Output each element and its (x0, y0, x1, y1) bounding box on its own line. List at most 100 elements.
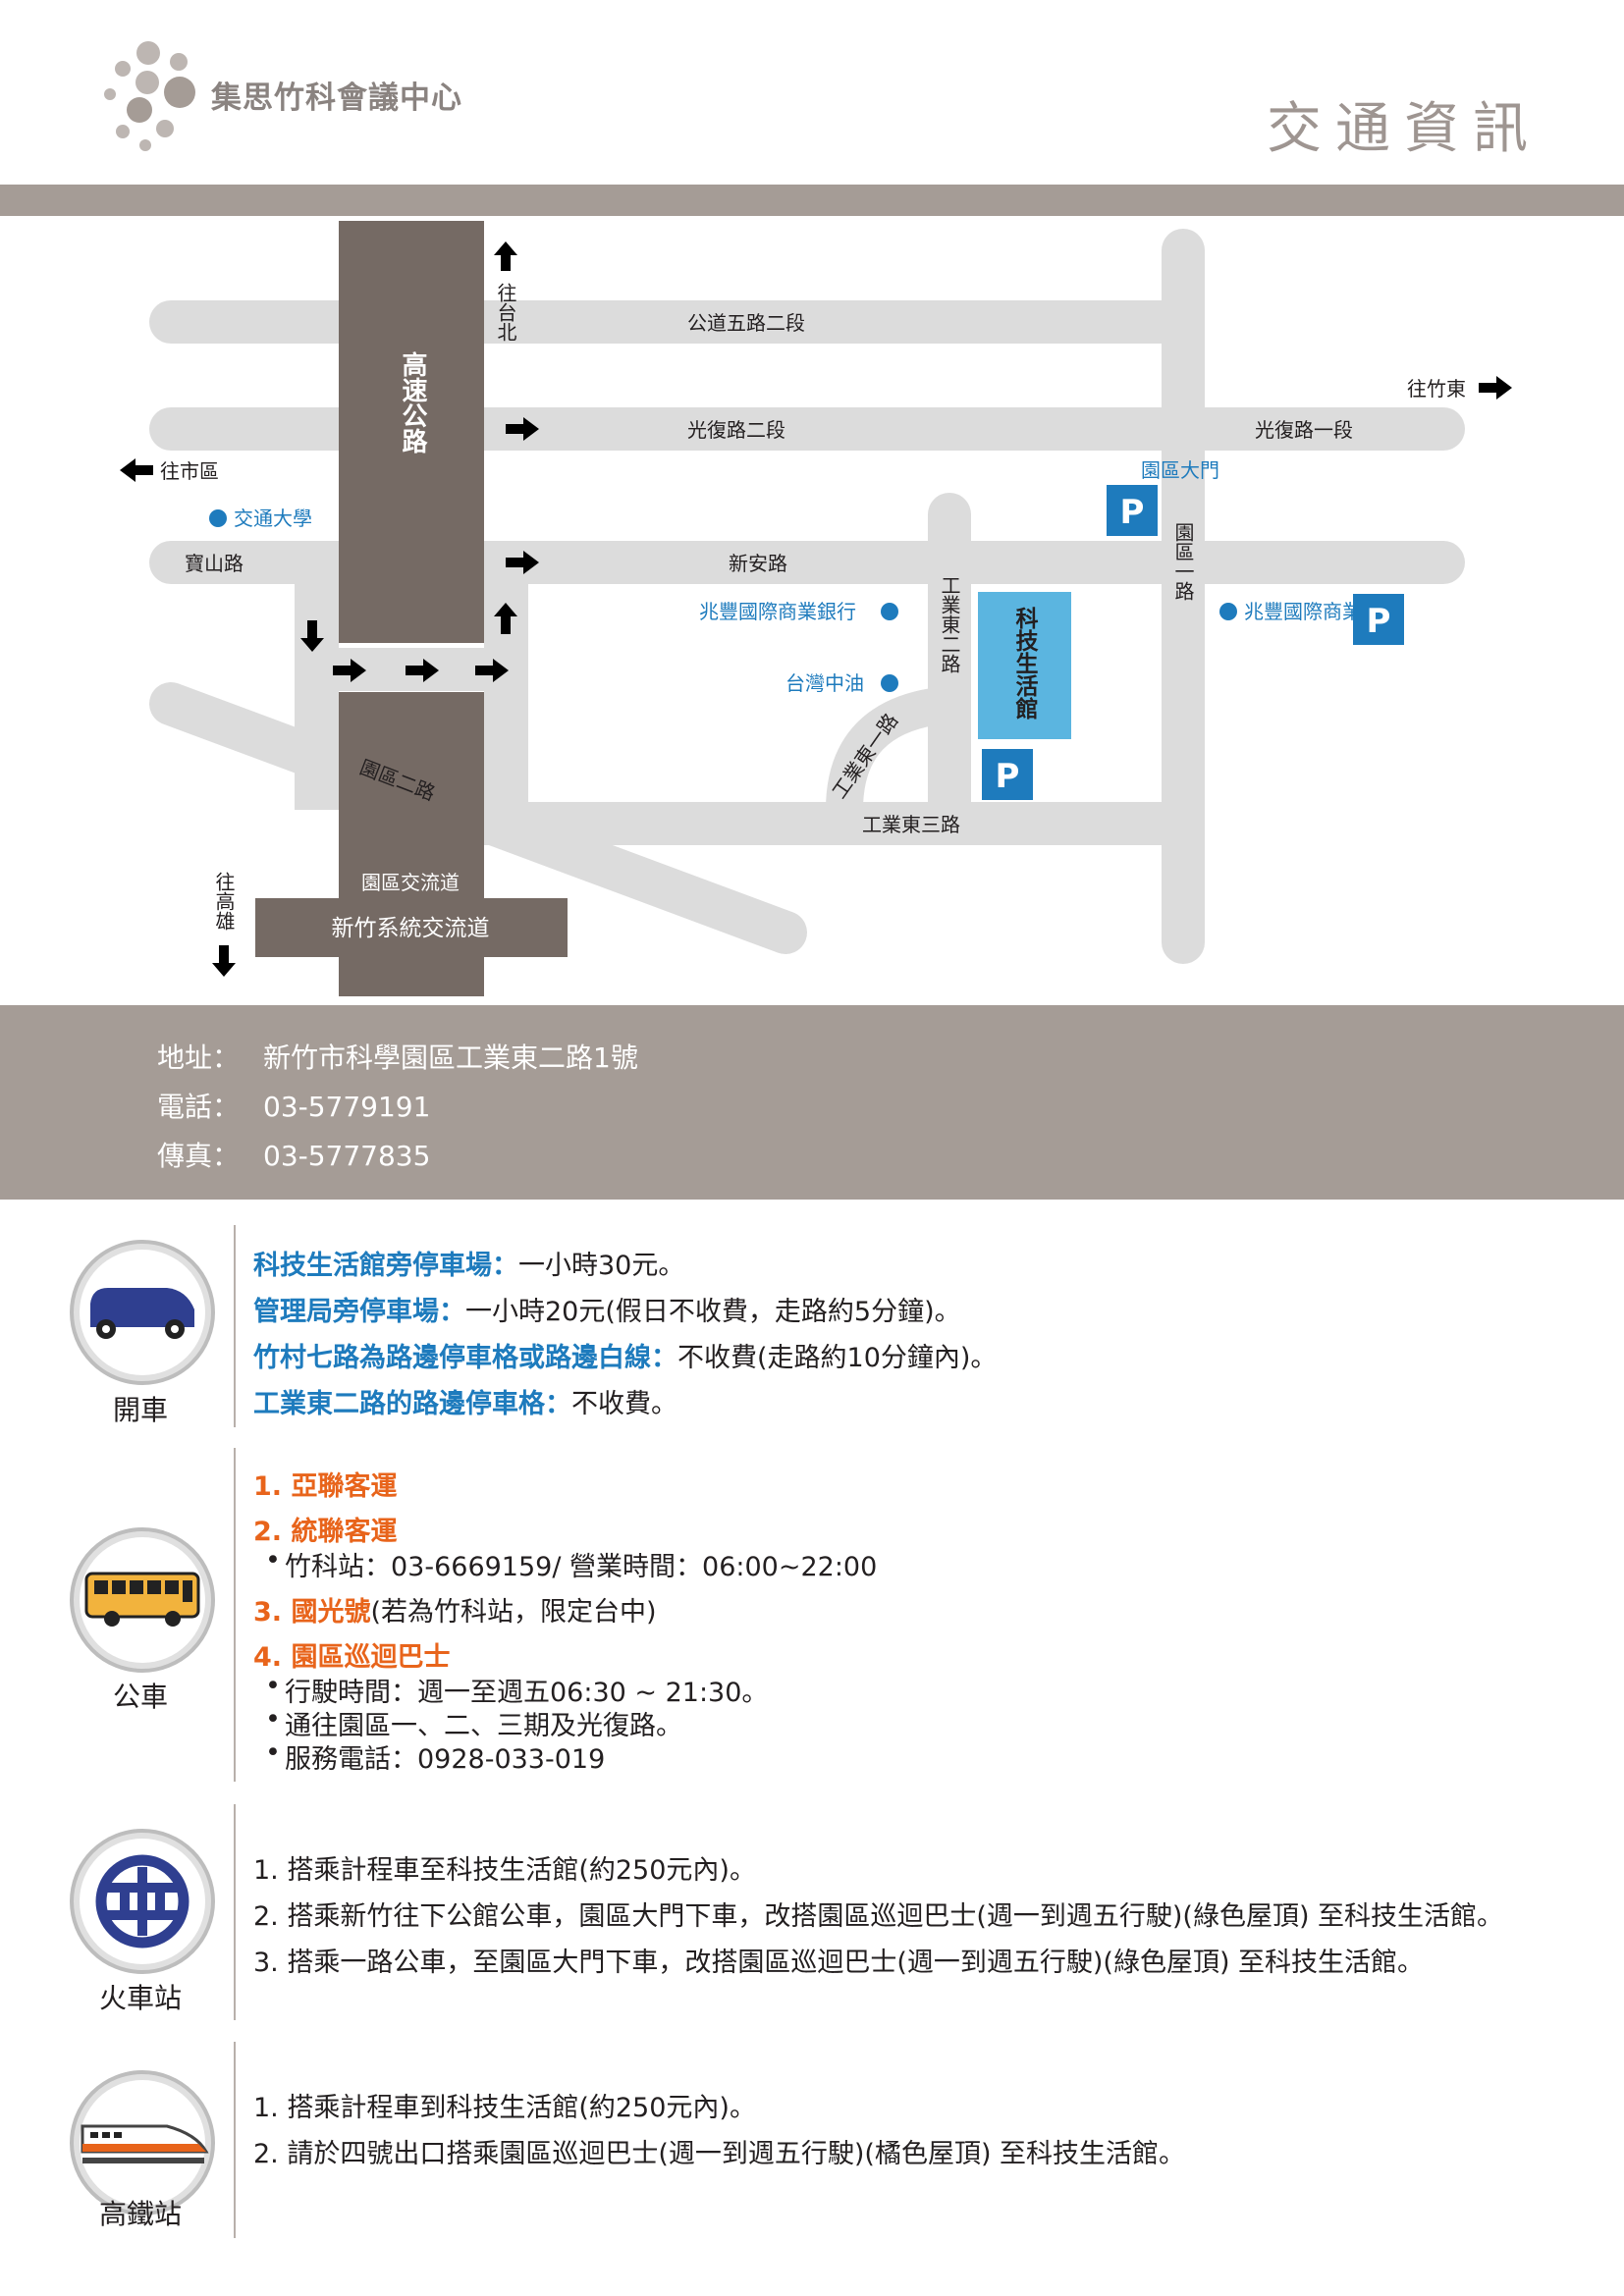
bus-item-4-detail: 通往園區一、二、三期及光復路。 (265, 1704, 682, 1742)
hsr-line: 1. 搭乘計程車到科技生活館(約250元內)。 (253, 2093, 756, 2123)
arrow-right-icon (333, 659, 366, 682)
train-line: 2. 搭乘新竹往下公館公車，園區大門下車，改搭園區巡迴巴士(週一到週五行駛)(綠… (253, 1901, 1504, 1932)
bus-item-3: 3. 國光號(若為竹科站，限定台中) (253, 1590, 657, 1629)
label-to-kaohsiung: 往高雄 (212, 872, 236, 931)
logo-text: 集思竹科會議中心 (211, 80, 462, 116)
fax-row: 傳真： 03-5777835 (157, 1135, 430, 1174)
train-line: 3. 搭乘一路公車，至園區大門下車，改搭園區巡迴巴士(週一到週五行駛)(綠色屋頂… (253, 1948, 1425, 1978)
car-icon (70, 1240, 215, 1385)
label-to-shiqu: 往市區 (160, 459, 219, 483)
car-line: 科技生活館旁停車場：一小時30元。 (253, 1244, 684, 1282)
page-title: 交通資訊 (1267, 97, 1542, 161)
logo-icon (104, 41, 195, 151)
label-baoshan: 寶山路 (185, 552, 244, 575)
hsr-line: 2. 請於四號出口搭乘園區巡迴巴士(週一到週五行駛)(橘色屋頂) 至科技生活館。 (253, 2139, 1186, 2169)
label-nctu: 交通大學 (234, 507, 312, 530)
car-line: 管理局旁停車場：一小時20元(假日不收費，走路約5分鐘)。 (253, 1290, 961, 1328)
bus-item-4-detail: 服務電話：0928-033-019 (265, 1737, 605, 1776)
bus-item-3-head: 3. 國光號 (253, 1597, 371, 1628)
bus-item-2: 2. 統聯客運 (253, 1517, 398, 1547)
label-bank-a: 兆豐國際商業銀行 (699, 600, 856, 623)
label-freeway: 高速公路 (398, 350, 427, 454)
car-line-head: 竹村七路為路邊停車格或路邊白線： (253, 1343, 677, 1373)
label-xinan: 新安路 (729, 552, 787, 575)
car-line-text: 一小時20元(假日不收費，走路約5分鐘)。 (465, 1297, 961, 1327)
svg-text:P: P (1120, 493, 1145, 532)
car-line-text: 不收費(走路約10分鐘內)。 (677, 1343, 998, 1373)
label-gongye-dong2: 工業東二路 (938, 575, 961, 673)
marker-cpc (881, 674, 898, 692)
arrow-right-icon (1479, 376, 1512, 400)
arrow-right-icon (406, 659, 439, 682)
marker-nctu (209, 509, 227, 527)
parking-icon: P (1353, 594, 1404, 645)
car-line-head: 工業東二路的路邊停車格： (253, 1389, 571, 1419)
hsr-train-icon (70, 2070, 215, 2216)
header-divider-band (0, 185, 1624, 216)
address-value: 新竹市科學園區工業東二路1號 (263, 1041, 638, 1074)
address-label: 地址： (157, 1041, 241, 1074)
label-gongdao5: 公道五路二段 (687, 311, 805, 335)
arrow-up-icon (494, 603, 517, 634)
parking-icon: P (982, 749, 1033, 800)
car-line: 竹村七路為路邊停車格或路邊白線：不收費(走路約10分鐘內)。 (253, 1336, 997, 1374)
phone-row: 電話： 03-5779191 (157, 1086, 430, 1125)
bus-item-4-detail: 行駛時間：週一至週五06:30 ~ 21:30。 (265, 1671, 768, 1709)
label-to-zhudong: 往竹東 (1407, 377, 1466, 400)
venue-building (978, 592, 1071, 739)
label-guangfu2: 光復路二段 (687, 418, 785, 442)
car-line-text: 一小時30元。 (518, 1251, 685, 1281)
bus-item-3-text: (若為竹科站，限定台中) (370, 1597, 657, 1628)
arrow-down-icon (300, 620, 324, 652)
label-venue: 科技生活館 (1011, 607, 1039, 721)
train-line: 1. 搭乘計程車至科技生活館(約250元內)。 (253, 1855, 756, 1886)
marker-bank-a (881, 603, 898, 620)
road-ramp-left (295, 579, 339, 810)
phone-label: 電話： (157, 1091, 241, 1123)
arrow-up-icon (494, 241, 517, 271)
section-divider (234, 2042, 236, 2238)
freeway-north (339, 221, 484, 643)
parking-icon: P (1107, 485, 1158, 536)
train-label: 火車站 (98, 1982, 182, 2014)
location-map: 高速公路 園區交流道 新竹系統交流道 公道五路二段 光復路二段 光復路一段 新安… (120, 221, 1512, 996)
train-station-icon (70, 1829, 215, 1974)
hsr-label: 高鐵站 (98, 2198, 182, 2230)
svg-text:P: P (1367, 602, 1391, 641)
arrow-right-icon (506, 417, 539, 441)
car-line-text: 不收費。 (571, 1389, 677, 1419)
svg-text:P: P (996, 757, 1020, 796)
car-line-head: 管理局旁停車場： (253, 1297, 465, 1327)
arrow-right-icon (475, 659, 509, 682)
fax-value: 03-5777835 (263, 1140, 431, 1172)
contact-band: 地址： 新竹市科學園區工業東二路1號 電話： 03-5779191 傳真： 03-57… (0, 1005, 1624, 1200)
section-divider (234, 1225, 236, 1427)
car-line-head: 科技生活館旁停車場： (253, 1251, 518, 1281)
road-gongye-dong1 (826, 688, 937, 811)
bus-item-4: 4. 園區巡迴巴士 (253, 1642, 451, 1673)
fax-label: 傳真： (157, 1140, 241, 1172)
label-to-taipei: 往台北 (494, 283, 517, 342)
arrow-right-icon (506, 551, 539, 574)
bus-icon (70, 1527, 215, 1673)
arrow-down-icon (212, 945, 236, 977)
marker-bank-b (1219, 603, 1237, 620)
arrow-left-icon (120, 458, 153, 482)
label-yuanqu1: 園區一路 (1171, 522, 1195, 601)
label-gate: 園區大門 (1141, 458, 1219, 482)
bus-item-2-detail: 竹科站：03-6669159/ 營業時間：06:00~22:00 (265, 1545, 877, 1583)
car-line: 工業東二路的路邊停車格：不收費。 (253, 1382, 677, 1420)
label-cpc: 台灣中油 (785, 671, 864, 695)
bus-item-1: 1. 亞聯客運 (253, 1471, 398, 1502)
section-divider (234, 1448, 236, 1782)
label-interchange-big: 新竹系統交流道 (332, 916, 490, 941)
label-interchange-small: 園區交流道 (361, 871, 460, 894)
section-divider (234, 1804, 236, 2020)
address-row: 地址： 新竹市科學園區工業東二路1號 (157, 1037, 638, 1076)
bus-label: 公車 (112, 1681, 168, 1713)
car-label: 開車 (112, 1394, 168, 1426)
interchange-box (255, 898, 568, 957)
label-guangfu1: 光復路一段 (1255, 418, 1353, 442)
phone-value: 03-5779191 (263, 1091, 431, 1123)
label-gongye-dong3: 工業東三路 (862, 813, 960, 836)
